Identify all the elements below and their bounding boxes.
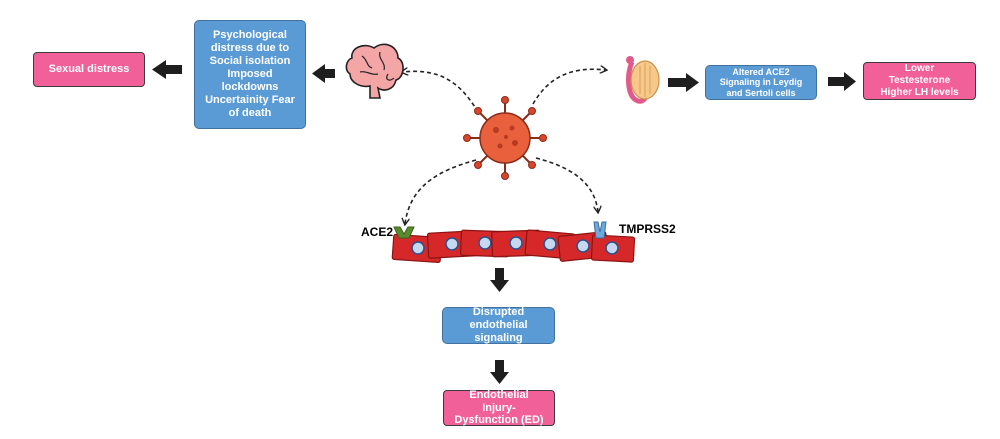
- thick-arrow-cells-to-signaling: [490, 268, 509, 292]
- thick-arrow-psych-to-sexual: [152, 60, 182, 79]
- psychological-distress-text: Psychological distress due to Social iso…: [205, 29, 295, 119]
- endothelial-cell-icon: [391, 229, 636, 264]
- sexual-distress-text: Sexual distress: [48, 63, 130, 76]
- ace2-receptor-icon: [393, 226, 415, 239]
- brain-icon: [345, 43, 404, 99]
- tmprss2-label: TMPRSS2: [619, 222, 676, 236]
- testosterone-box: Lower Testesterone Higher LH levels: [863, 62, 976, 100]
- disrupted-signaling-text: Disrupted endothelial signaling: [469, 306, 528, 344]
- testis-icon: [626, 56, 660, 104]
- ace2-label: ACE2: [361, 225, 394, 239]
- thick-arrow-brain-to-psych: [312, 64, 335, 83]
- arrow-virus-to-tmprss2: [535, 157, 598, 212]
- altered-ace2-text: Altered ACE2 Signaling in Leydig and Ser…: [719, 66, 803, 98]
- thick-arrow-signaling-to-injury: [490, 360, 509, 384]
- virus-icon: [463, 96, 547, 180]
- endothelial-injury-text: Endothelial Injury-Dysfunction (ED): [454, 388, 544, 427]
- sexual-distress-box: Sexual distress: [33, 52, 145, 87]
- tmprss2-receptor-icon: [593, 221, 607, 239]
- psychological-distress-box: Psychological distress due to Social iso…: [194, 20, 306, 129]
- arrow-virus-to-ace2: [405, 159, 477, 224]
- arrow-virus-to-testis: [532, 69, 606, 105]
- disrupted-signaling-box: Disrupted endothelial signaling: [442, 306, 555, 344]
- thick-arrow-ace2-to-testosterone: [828, 72, 856, 91]
- testosterone-text: Lower Testesterone Higher LH levels: [880, 63, 959, 98]
- thick-arrow-testis-to-ace2: [668, 73, 699, 92]
- altered-ace2-box: Altered ACE2 Signaling in Leydig and Ser…: [705, 65, 817, 100]
- arrow-virus-to-brain: [402, 71, 479, 113]
- endothelial-injury-box: Endothelial Injury-Dysfunction (ED): [443, 388, 555, 427]
